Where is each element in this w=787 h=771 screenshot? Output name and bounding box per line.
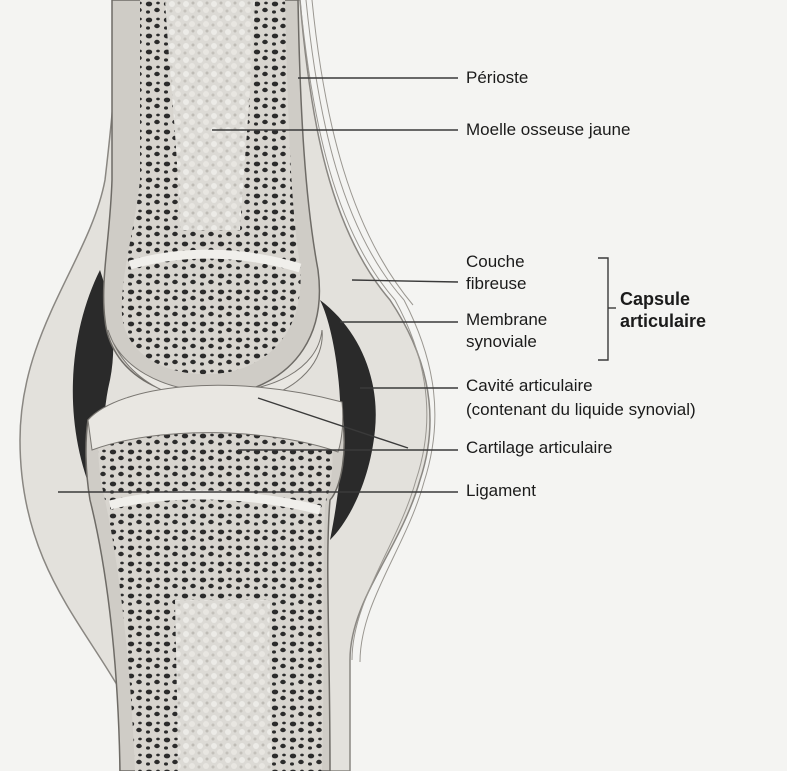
upper-bone xyxy=(104,0,323,403)
lower-bone xyxy=(86,385,344,771)
label-joint-cavity-1: Cavité articulaire xyxy=(466,376,593,396)
label-synovial-membrane-1: Membrane xyxy=(466,310,547,330)
label-fibrous-layer-1: Couche xyxy=(466,252,525,272)
label-ligament: Ligament xyxy=(466,481,536,501)
label-articular-cartilage: Cartilage articulaire xyxy=(466,438,612,458)
capsule-bracket xyxy=(598,258,608,360)
label-periosteum: Périoste xyxy=(466,68,528,88)
label-capsule-1: Capsule xyxy=(620,288,690,310)
label-capsule-2: articulaire xyxy=(620,310,706,332)
label-fibrous-layer-2: fibreuse xyxy=(466,274,526,294)
label-joint-cavity-2: (contenant du liquide synovial) xyxy=(466,400,696,420)
label-yellow-marrow: Moelle osseuse jaune xyxy=(466,120,630,140)
label-synovial-membrane-2: synoviale xyxy=(466,332,537,352)
